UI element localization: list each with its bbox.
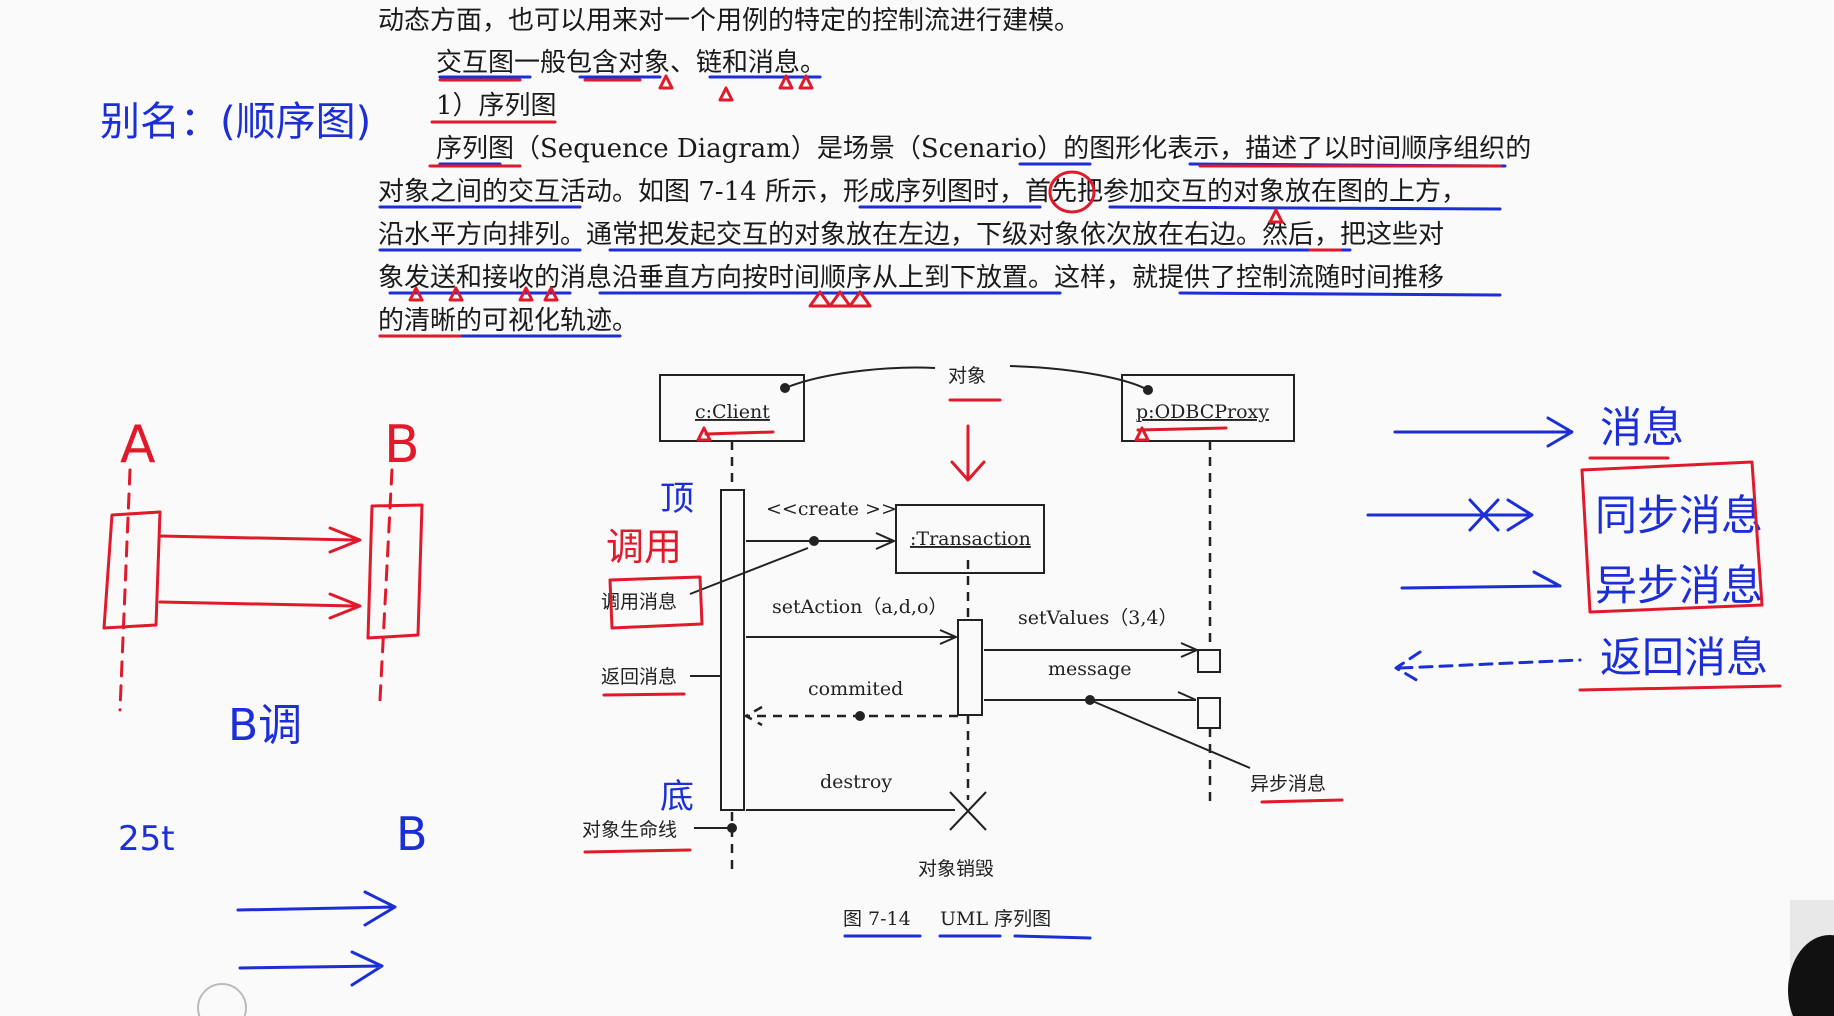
calls-handwriting: B调 [228, 700, 302, 751]
message-set-action: setAction（a,d,o） [772, 596, 947, 618]
call-handwriting: 调用 [606, 525, 682, 569]
legend-async: 异步消息 [1595, 561, 1763, 610]
bottom-handwriting: 底 [660, 777, 694, 817]
message-destroy: destroy [820, 771, 892, 793]
legend-message: 消息 [1600, 403, 1684, 452]
message-create: <<create >> [766, 498, 897, 520]
object-proxy: p:ODBCProxy [1136, 401, 1269, 423]
figure-caption-title: UML 序列图 [940, 908, 1051, 930]
sync-handwriting: 25t [118, 819, 175, 859]
webcam-overlay [1788, 900, 1834, 1016]
message-commited: commited [808, 678, 903, 700]
top-handwriting: 顶 [660, 479, 694, 519]
text-underlines [380, 77, 1505, 336]
object-client: c:Client [695, 401, 770, 423]
uml-sequence-diagram: c:Client p:ODBCProxy 对象 : [582, 365, 1342, 938]
object-annotation: 对象 [948, 365, 986, 387]
lifeline-annotation: 对象生命线 [582, 819, 677, 841]
sketch-ab: A B B调 [104, 415, 422, 751]
label-b: B [384, 415, 420, 475]
alias-handwriting: 别名：(顺序图) [100, 99, 371, 145]
object-transaction: :Transaction [910, 528, 1031, 550]
message-legend: 消息 同步消息 异步消息 返回消息 [1368, 403, 1780, 690]
legend-sync: 同步消息 [1595, 491, 1763, 540]
label-b2: B [396, 807, 428, 861]
message-message: message [1048, 658, 1132, 680]
destruction-annotation: 对象销毁 [918, 858, 994, 880]
label-a: A [120, 415, 156, 475]
figure-caption-number: 图 7-14 [843, 908, 911, 930]
legend-return: 返回消息 [1600, 633, 1768, 682]
message-set-values: setValues（3,4） [1018, 607, 1177, 629]
sketch-bottom: 25t B [118, 807, 428, 1016]
return-message-annotation: 返回消息 [601, 666, 677, 688]
async-message-annotation: 异步消息 [1250, 773, 1326, 795]
